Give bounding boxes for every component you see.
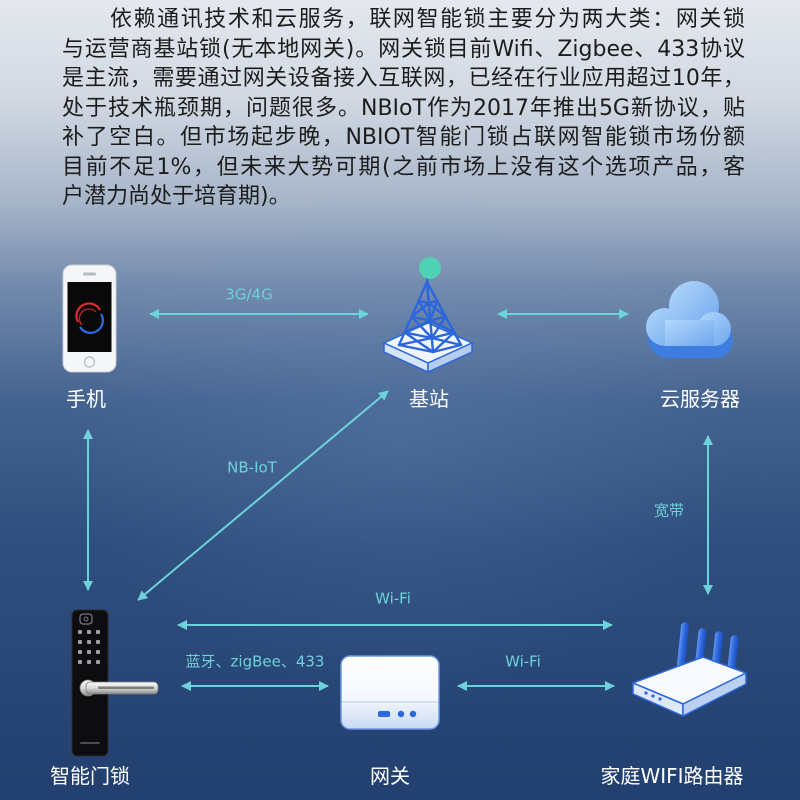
intro-line: 依赖通讯技术和云服务，联网智能锁主要分为两大类：网关锁 bbox=[110, 7, 745, 32]
gateway-box-icon bbox=[340, 655, 440, 730]
node-label-gateway: 网关 bbox=[370, 764, 410, 788]
node-label-phone: 手机 bbox=[66, 387, 106, 411]
node-label-smart-lock: 智能门锁 bbox=[50, 764, 130, 788]
intro-line: 与运营商基站锁(无本地网关)。网关锁目前Wifi、Zigbee、433协议 bbox=[62, 36, 745, 62]
wifi-router-icon bbox=[632, 622, 747, 717]
link-label-lock-router: Wi-Fi bbox=[375, 589, 411, 608]
link-label-gateway-router: Wi-Fi bbox=[505, 652, 541, 671]
intro-line: 是主流，需要通过网关设备接入互联网，已经在行业应用超过10年， bbox=[62, 66, 745, 91]
door-lock-icon bbox=[71, 609, 159, 757]
node-label-base-station: 基站 bbox=[409, 387, 449, 411]
link-label-lock-gateway: 蓝牙、zigBee、433 bbox=[185, 652, 325, 671]
link-label-phone-basestation: 3G/4G bbox=[225, 285, 273, 304]
intro-line: 补了空白。但市场起步晚，NBIOT智能门锁占联网智能锁市场份额 bbox=[62, 125, 745, 150]
intro-line: 处于技术瓶颈期，问题很多。NBIoT作为2017年推出5G新协议，贴 bbox=[62, 95, 745, 121]
link-label-cloud-router: 宽带 bbox=[653, 501, 685, 520]
cloud-icon bbox=[646, 281, 733, 358]
intro-line: 目前不足1%，但未来大势可期(之前市场上没有这个选项产品，客 bbox=[62, 154, 745, 180]
link-lock-basestation bbox=[137, 390, 389, 601]
intro-line: 户潜力尚处于培育期)。 bbox=[62, 184, 291, 209]
intro-paragraph: 依赖通讯技术和云服务，联网智能锁主要分为两大类：网关锁 与运营商基站锁(无本地网… bbox=[62, 5, 745, 212]
cell-tower-icon bbox=[382, 257, 474, 374]
node-label-cloud-server: 云服务器 bbox=[660, 387, 740, 411]
link-label-lock-basestation: NB-IoT bbox=[227, 458, 277, 477]
node-label-router: 家庭WIFI路由器 bbox=[600, 764, 744, 788]
smartphone-icon bbox=[62, 264, 117, 373]
